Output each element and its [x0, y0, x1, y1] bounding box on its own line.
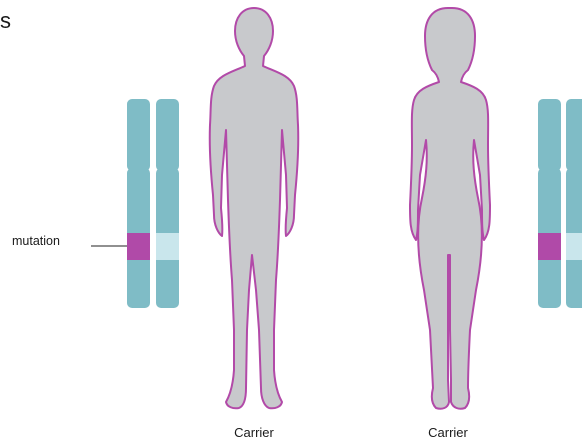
normal-band-right [566, 233, 582, 260]
normal-band-left [156, 233, 179, 260]
chromosome-pair-right [538, 99, 582, 308]
mutation-band-left [127, 233, 150, 260]
chromosome-right-2 [566, 99, 582, 308]
mutation-band-right [538, 233, 561, 260]
chromosome-left-2 [156, 99, 179, 308]
chromosome-pair-left [127, 99, 179, 308]
chromosome-right-1 [538, 99, 561, 308]
chromosome-left-1 [127, 99, 150, 308]
female-carrier-silhouette [410, 8, 490, 409]
male-carrier-silhouette [210, 8, 299, 408]
